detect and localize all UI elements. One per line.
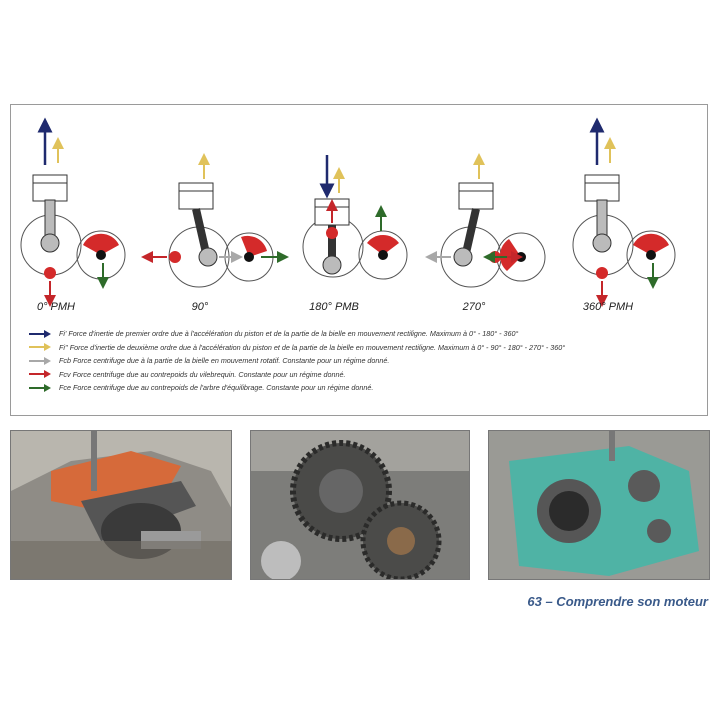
stage-label-90: 90° <box>191 301 209 313</box>
legend-text: Fi'' Force d'inertie de deuxième ordre d… <box>59 342 566 352</box>
crankcase-photo <box>488 430 710 580</box>
legend-text: Fcb Force centrifuge due à la partie de … <box>59 356 390 366</box>
yellow-arrow-icon <box>29 343 51 352</box>
stage-90-drawing <box>141 153 289 288</box>
stage-label-180: 180° PMB <box>309 301 359 313</box>
crankshaft-photo <box>10 430 232 580</box>
legend-item: Fcv Force centrifuge due au contrepoids … <box>29 368 699 382</box>
stage-0-drawing <box>20 117 126 307</box>
legend-item: Fcb Force centrifuge due à la partie de … <box>29 354 699 368</box>
forces-diagram: 0° PMH 90° 180° PMB 270° 360° PMH Fi' Fo… <box>10 104 708 416</box>
force-legend: Fi' Force d'inertie de premier ordre due… <box>29 327 699 395</box>
legend-text: Fcv Force centrifuge due au contrepoids … <box>59 369 346 379</box>
legend-item: Fi'' Force d'inertie de deuxième ordre d… <box>29 341 699 355</box>
legend-item: Fi' Force d'inertie de premier ordre due… <box>29 327 699 341</box>
stage-label-270: 270° <box>462 301 486 313</box>
stage-180-drawing <box>302 155 408 280</box>
stage-270-drawing <box>425 153 546 288</box>
stage-label-0: 0° PMH <box>36 301 76 313</box>
red-arrow-icon <box>29 370 51 379</box>
legend-text: Fi' Force d'inertie de premier ordre due… <box>59 329 519 339</box>
engine-stages-illustration <box>20 117 676 307</box>
navy-arrow-icon <box>29 329 51 338</box>
stage-label-360: 360° PMH <box>582 301 634 313</box>
gears-photo <box>250 430 470 580</box>
legend-item: Fce Force centrifuge due au contrepoids … <box>29 381 699 395</box>
green-arrow-icon <box>29 383 51 392</box>
gray-arrow-icon <box>29 356 51 365</box>
legend-text: Fce Force centrifuge due au contrepoids … <box>59 383 374 393</box>
page-caption: 63 – Comprendre son moteur <box>527 594 708 609</box>
stage-360-drawing <box>572 117 676 307</box>
